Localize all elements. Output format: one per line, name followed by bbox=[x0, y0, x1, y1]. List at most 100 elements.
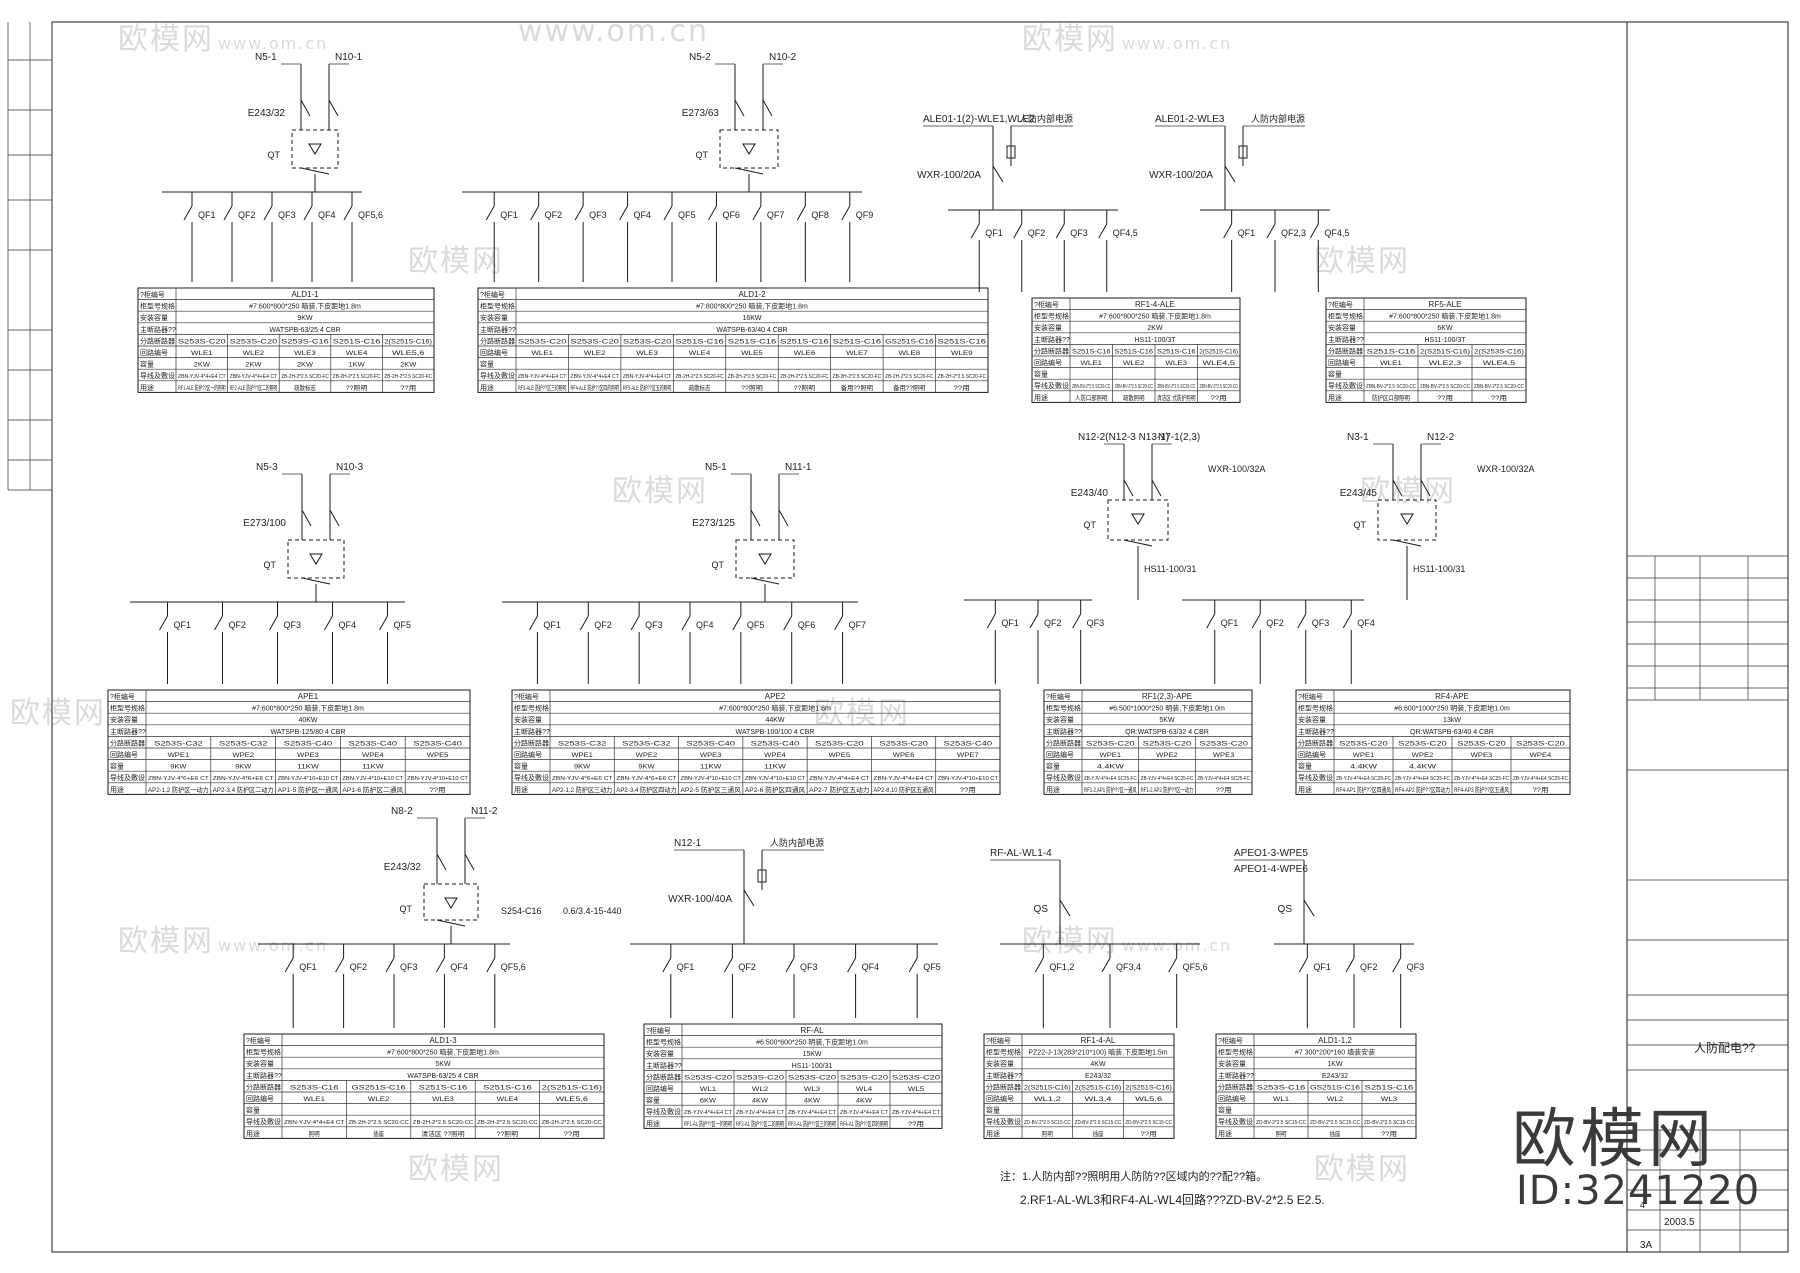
branch-label: QF5 bbox=[394, 620, 412, 630]
branch-label: QF1 bbox=[198, 210, 216, 220]
branch-load: 4KW bbox=[856, 1098, 873, 1105]
circuit-id: WLE9 bbox=[951, 350, 973, 357]
branch-use: 插座 bbox=[373, 1129, 384, 1138]
table-row-label: 容量 bbox=[1328, 370, 1342, 379]
panel-name: RF1(2,3)-APE bbox=[1142, 692, 1192, 701]
bus-tie bbox=[301, 577, 331, 585]
transfer-switch-box bbox=[735, 539, 795, 579]
branch-breaker bbox=[847, 957, 857, 973]
circuit-id: WLE5,6 bbox=[392, 350, 425, 357]
table-row-label: 回路编号 bbox=[480, 348, 508, 357]
branch-breaker-type: S253S-C16 bbox=[1257, 1084, 1306, 1091]
ats-symbol bbox=[1400, 513, 1414, 525]
circuit-id: WL3 bbox=[804, 1086, 821, 1093]
circuit-id: WPE2 bbox=[1412, 752, 1434, 759]
table-row-label: 导线及敷设 bbox=[1046, 773, 1081, 782]
fuse-symbol bbox=[1006, 145, 1016, 159]
branch-load: 2KW bbox=[194, 362, 211, 369]
cable-spec: ZBN-YJV-4*10+E10 CT bbox=[407, 776, 468, 782]
feeder-label: N5-3 bbox=[256, 462, 278, 473]
extra-source-label: 人防内部电源 bbox=[770, 837, 824, 848]
branch-label: QF3,4 bbox=[1116, 962, 1141, 972]
branch-label: QF4 bbox=[1357, 618, 1375, 628]
branch-breaker bbox=[530, 205, 540, 221]
branch-use: ??照明 bbox=[497, 1130, 519, 1138]
table-row-label: 分路断路器 bbox=[1034, 346, 1069, 355]
feeder-label: N5-1 bbox=[705, 462, 727, 473]
table-row-label: 容量 bbox=[110, 762, 124, 771]
branch-breaker bbox=[214, 615, 223, 631]
branch-breaker-type: S251S-C16 bbox=[833, 338, 882, 345]
branch-breaker-type: S251S-C16 bbox=[483, 1084, 532, 1091]
circuit-id: WLE7 bbox=[846, 350, 868, 357]
branch-breaker-type: S253S-C40 bbox=[349, 740, 398, 747]
branch-use: ??用 bbox=[1141, 1130, 1157, 1138]
branch-use: RF4-AP1 防护??区四通风 bbox=[1336, 785, 1391, 794]
branch-breaker-type: 2(S251S-C16) bbox=[1125, 1084, 1172, 1091]
isolator-label: WXR-100/32A bbox=[1477, 464, 1535, 474]
branch-breaker-type: S253S-C20 bbox=[1086, 740, 1135, 747]
branch-breaker-type: S253S-C20 bbox=[1398, 740, 1447, 747]
table-row-label: 安装容量 bbox=[1034, 323, 1062, 332]
branch-breaker bbox=[708, 205, 717, 221]
table-row-label: 容量 bbox=[986, 1106, 1000, 1115]
main-breaker: QR:WATSPB-63/40 4 CBR bbox=[1410, 729, 1494, 736]
feeder-label: N12-2(N12-3 N13-1) bbox=[1078, 432, 1169, 443]
branch-breaker-type: S251S-C16 bbox=[1365, 1084, 1414, 1091]
branch-label: QF1 bbox=[1001, 618, 1019, 628]
cable-spec: ZD-BV-2*2.5 SC15-CC bbox=[1075, 1120, 1122, 1126]
main-breaker: HS11-100/31 bbox=[792, 1063, 833, 1070]
branch-breaker bbox=[970, 223, 980, 239]
cable-spec: ZD-BV-2*2.5 SC15-CC bbox=[1364, 1120, 1414, 1126]
branch-load: 6KW bbox=[700, 1098, 717, 1105]
transfer-label: WXR-100/20A bbox=[1149, 170, 1213, 181]
panel-schedule-table: ?柜编号柜型号规格安装容量主断路器??分路断路器回路编号容量导线及敷设用途RF4… bbox=[1295, 689, 1571, 795]
branch-label: QF2 bbox=[594, 620, 612, 630]
branch-breaker bbox=[528, 615, 538, 631]
fuse-symbol bbox=[757, 869, 767, 883]
branch-label: QF7 bbox=[849, 620, 867, 630]
branch-load: 2KW bbox=[400, 362, 417, 369]
branch-use: RF3-AL 防护??区三的照明 bbox=[788, 1119, 836, 1128]
project-name: 人防配电?? bbox=[1694, 1040, 1756, 1055]
branch-use: ??用 bbox=[1437, 394, 1453, 402]
table-row-label: 回路编号 bbox=[1218, 1094, 1246, 1103]
transfer-label: QS bbox=[1278, 904, 1293, 915]
branch-load: 1KW bbox=[349, 362, 366, 369]
branch-load: 9KW bbox=[638, 764, 655, 771]
circuit-id: WL5 bbox=[908, 1086, 925, 1093]
table-row-label: 分路断路器 bbox=[480, 336, 515, 345]
ats-symbol bbox=[1131, 513, 1145, 525]
switch-blade bbox=[464, 853, 475, 871]
circuit-id: WLE4,5 bbox=[1203, 360, 1236, 367]
table-row-label: 分路断路器 bbox=[140, 336, 175, 345]
branch-breaker bbox=[1072, 613, 1082, 629]
branch-breaker bbox=[1251, 613, 1261, 629]
cable-spec: ZB-2H-2*2.5 SC20-FC bbox=[675, 374, 724, 380]
branch-breaker bbox=[783, 615, 793, 631]
branch-label: QF5,6 bbox=[1183, 962, 1208, 972]
table-row-label: 导线及敷设 bbox=[480, 371, 515, 380]
circuit-id: WL3,4 bbox=[1085, 1096, 1113, 1103]
main-breaker: E243/32 bbox=[1322, 1073, 1348, 1080]
panel-capacity: 2KW bbox=[1147, 325, 1163, 332]
panel-capacity: 15KW bbox=[802, 1051, 821, 1058]
branch-label: QF3 bbox=[800, 962, 818, 972]
branch-label: QF3 bbox=[400, 962, 418, 972]
switch-blade bbox=[1151, 479, 1162, 497]
branch-label: QF3 bbox=[278, 210, 296, 220]
branch-use: 人防口部照明 bbox=[1075, 393, 1108, 402]
table-row-label: ?柜编号 bbox=[514, 692, 539, 701]
branch-load: 2KW bbox=[245, 362, 262, 369]
cable-spec: ZBN-YJV-4*6+E6 CT bbox=[552, 776, 612, 782]
table-border bbox=[1043, 689, 1253, 795]
transfer-label: WXR-100/20A bbox=[917, 170, 981, 181]
bus-tie bbox=[1392, 539, 1422, 547]
bus-tie bbox=[436, 919, 466, 927]
table-row-label: 安装容量 bbox=[140, 313, 168, 322]
branch-use: RF1-2,AP2 防护??区一动力 bbox=[1141, 785, 1194, 794]
table-row-label: 主断路器?? bbox=[1298, 727, 1334, 736]
branch-breaker-type: S251S-C16 bbox=[675, 338, 724, 345]
table-row-label: 主断路器?? bbox=[1328, 335, 1364, 344]
feeder-label: N3-1 bbox=[1347, 432, 1369, 443]
